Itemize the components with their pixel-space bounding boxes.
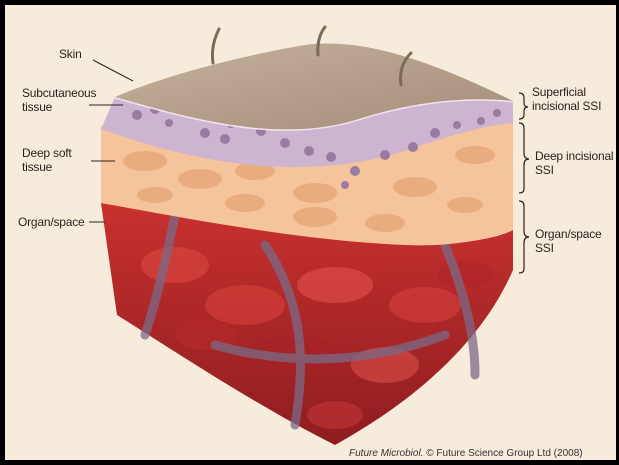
label-subcutaneous-tissue: Subcutaneous tissue (22, 86, 96, 114)
credit-journal: Future Microbiol. (349, 448, 423, 459)
label-organ-space: Organ/space (18, 215, 85, 229)
figure-credit: Future Microbiol. © Future Science Group… (349, 448, 583, 459)
skin-layers-illustration (5, 5, 619, 465)
credit-publisher: © Future Science Group Ltd (2008) (423, 448, 582, 459)
label-deep-soft-tissue: Deep soft tissue (22, 146, 72, 174)
label-deep-incisional-ssi: Deep incisional SSI (535, 149, 613, 177)
label-organ-space-ssi: Organ/space SSI (535, 227, 602, 255)
label-skin: Skin (59, 47, 82, 61)
label-superficial-incisional-ssi: Superficial incisional SSI (532, 85, 601, 113)
right-braces (519, 93, 529, 273)
